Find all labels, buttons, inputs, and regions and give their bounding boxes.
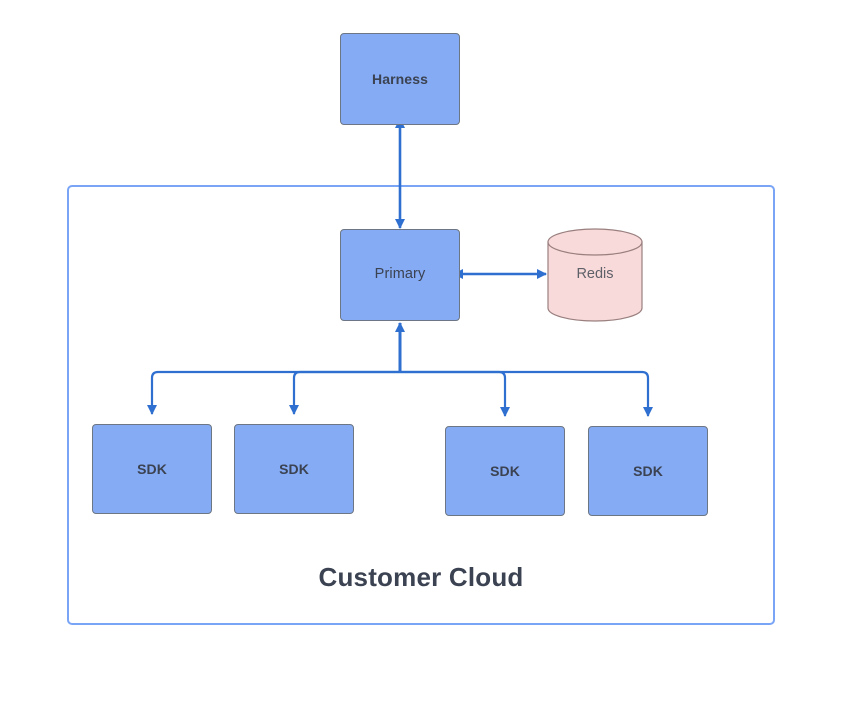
node-sdk-3[interactable]: SDK xyxy=(445,426,565,516)
node-harness[interactable]: Harness xyxy=(340,33,460,125)
node-redis-label: Redis xyxy=(576,266,614,282)
node-redis[interactable]: Redis xyxy=(547,228,643,322)
node-sdk-1[interactable]: SDK xyxy=(92,424,212,514)
node-sdk-2[interactable]: SDK xyxy=(234,424,354,514)
node-sdk-3-label: SDK xyxy=(490,462,520,479)
node-primary-label: Primary xyxy=(374,266,426,283)
customer-cloud-title: Customer Cloud xyxy=(318,562,524,592)
node-sdk-2-label: SDK xyxy=(279,460,309,477)
node-sdk-4-label: SDK xyxy=(633,462,663,479)
node-harness-label: Harness xyxy=(372,70,428,87)
node-sdk-4[interactable]: SDK xyxy=(588,426,708,516)
redis-cylinder-icon xyxy=(547,228,643,322)
node-sdk-1-label: SDK xyxy=(137,460,167,477)
node-primary[interactable]: Primary xyxy=(340,229,460,321)
customer-cloud-container xyxy=(67,185,775,625)
